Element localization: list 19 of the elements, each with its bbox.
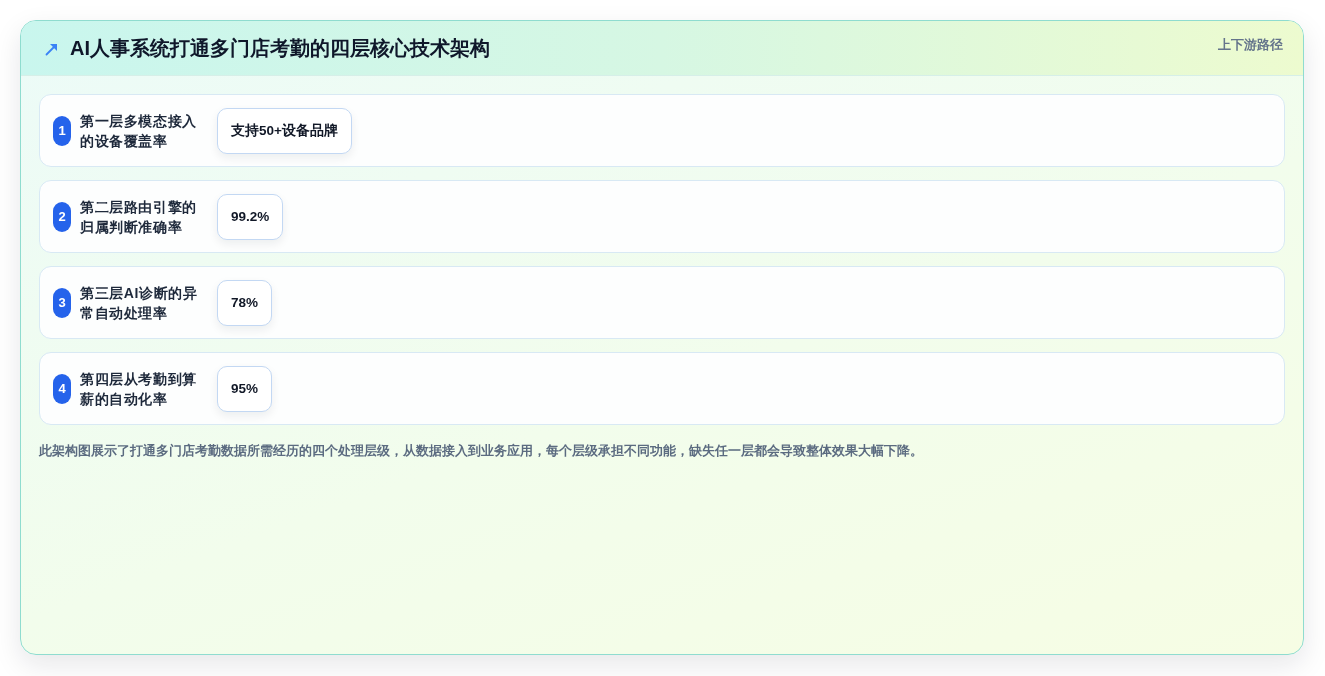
layer-label: 第一层多模态接入的设备覆盖率 bbox=[80, 111, 198, 151]
step-number: 3 bbox=[53, 287, 71, 318]
caption-text: 此架构图展示了打通多门店考勤数据所需经历的四个处理层级，从数据接入到业务应用，每个层级承担不同功能，缺失任一层都会导致整体效果大幅下降。 bbox=[39, 442, 923, 460]
layer-label: 第四层从考勤到算薪的自动化率 bbox=[80, 369, 198, 409]
step-number: 4 bbox=[53, 373, 71, 404]
layer-card bbox=[39, 180, 1285, 253]
layer-label: 第二层路由引擎的归属判断准确率 bbox=[80, 197, 198, 237]
step-number: 2 bbox=[53, 201, 71, 232]
layer-card bbox=[39, 352, 1285, 425]
metric-value: 99.2% bbox=[217, 193, 284, 240]
header-note: 上下游路径 bbox=[1218, 36, 1283, 54]
layer-card bbox=[39, 94, 1285, 167]
step-number: 1 bbox=[53, 115, 71, 146]
metric-value: 78% bbox=[217, 279, 273, 326]
layer-card bbox=[39, 266, 1285, 339]
metric-value: 支持50+设备品牌 bbox=[217, 107, 352, 154]
diagram-title: AI人事系统打通多门店考勤的四层核心技术架构 bbox=[70, 36, 490, 61]
layer-label: 第三层AI诊断的异常自动处理率 bbox=[80, 283, 199, 323]
metric-value: 95% bbox=[217, 365, 273, 412]
